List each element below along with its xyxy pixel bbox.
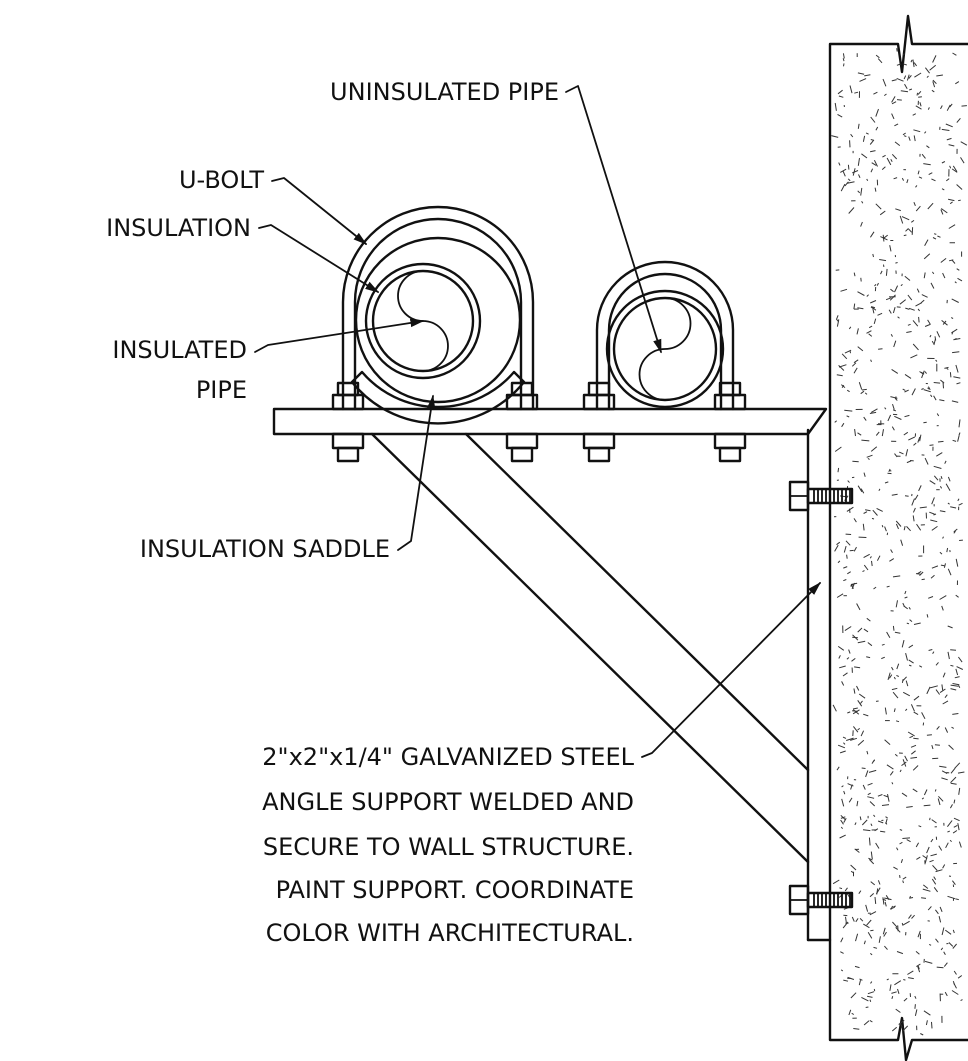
leader-insulated-pipe bbox=[254, 318, 425, 353]
uninsulated-pipe-assembly bbox=[582, 260, 747, 463]
wall-angle-leg bbox=[806, 428, 832, 942]
u-bolt-large bbox=[341, 205, 535, 411]
note-line-3: SECURE TO WALL STRUCTURE. bbox=[263, 833, 634, 861]
u-bolt-small bbox=[595, 260, 735, 411]
insulated-pipe-assembly bbox=[331, 205, 539, 463]
label-insulated-pipe-line1: INSULATED bbox=[112, 336, 247, 364]
note-line-2: ANGLE SUPPORT WELDED AND bbox=[262, 788, 634, 816]
label-insulation-saddle: INSULATION SADDLE bbox=[140, 535, 390, 563]
label-uninsulated-pipe: UNINSULATED PIPE bbox=[330, 78, 559, 106]
label-insulation: INSULATION bbox=[106, 214, 251, 242]
leader-insulation bbox=[258, 224, 380, 293]
wall-anchor-bolt-upper bbox=[788, 480, 854, 512]
concrete-wall bbox=[828, 14, 968, 1061]
note-line-4: PAINT SUPPORT. COORDINATE bbox=[276, 876, 634, 904]
uninsulated-pipe-outer bbox=[605, 289, 725, 409]
diagonal-brace bbox=[370, 432, 810, 864]
insulation-saddle bbox=[350, 370, 526, 425]
leader-lines bbox=[254, 85, 821, 758]
insulated-pipe-outer bbox=[364, 262, 482, 380]
concrete-speckle-pattern bbox=[831, 48, 968, 1036]
label-u-bolt: U-BOLT bbox=[179, 166, 264, 194]
note-line-1: 2"x2"x1/4" GALVANIZED STEEL bbox=[262, 743, 634, 771]
insulation-ring bbox=[354, 236, 522, 404]
angle-support-note: 2"x2"x1/4" GALVANIZED STEEL ANGLE SUPPOR… bbox=[262, 743, 634, 947]
leader-uninsulated-pipe bbox=[565, 85, 662, 354]
leader-angle-support bbox=[641, 582, 821, 758]
label-insulated-pipe-line2: PIPE bbox=[196, 376, 247, 404]
note-line-5: COLOR WITH ARCHITECTURAL. bbox=[266, 919, 634, 947]
leader-u-bolt bbox=[271, 177, 368, 245]
leader-insulation-saddle bbox=[397, 394, 436, 551]
horizontal-angle-support bbox=[272, 407, 828, 436]
wall-anchor-bolt-lower bbox=[788, 884, 854, 916]
